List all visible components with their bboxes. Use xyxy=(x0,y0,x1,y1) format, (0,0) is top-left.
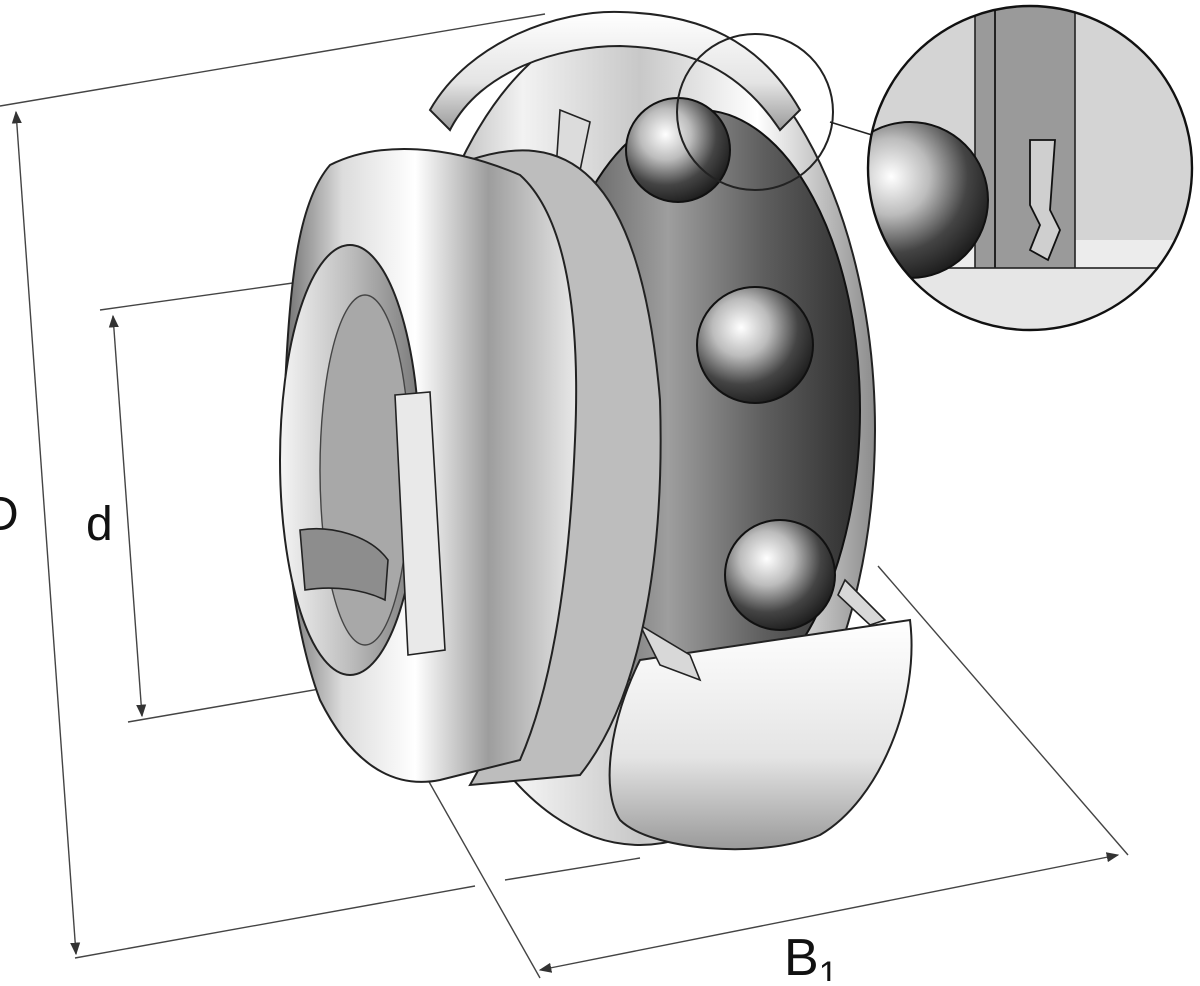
seal-lower-right xyxy=(837,578,887,626)
d-outer-extension-top xyxy=(0,13,546,107)
bore-diameter-label: d xyxy=(86,498,113,551)
width-label-main: B xyxy=(784,929,819,981)
width-extension-left xyxy=(427,779,541,979)
detail-ball xyxy=(868,121,989,279)
dimension-lines xyxy=(0,13,1129,979)
callout-connector xyxy=(829,121,873,136)
outer-diameter-label: D xyxy=(0,488,19,541)
ball-bottom xyxy=(724,519,836,631)
width-extension-right xyxy=(877,565,1129,856)
width-label-subscript: 1 xyxy=(819,955,838,981)
width-label: B1 xyxy=(784,929,838,981)
detail-seal xyxy=(1028,139,1061,262)
bore-extension-top xyxy=(99,281,301,311)
callout-source-circle xyxy=(676,33,834,191)
d-outer-dimension-line xyxy=(11,110,81,956)
width-dimension-line xyxy=(538,852,1120,973)
detail-race-base xyxy=(868,267,1192,330)
outer-ring-cutaway-shell xyxy=(608,618,913,851)
detail-circle-border xyxy=(866,4,1194,332)
width-leader-segment xyxy=(504,857,641,881)
d-outer-extension-bottom xyxy=(74,885,476,959)
collar-notch xyxy=(394,391,446,656)
seal-lower xyxy=(638,622,702,682)
ball-middle xyxy=(696,286,814,404)
outer-ring-top-rim xyxy=(428,10,802,132)
collar-slot xyxy=(299,527,389,602)
bearing-assembly xyxy=(279,10,913,851)
bore-dimension-line xyxy=(108,314,147,718)
